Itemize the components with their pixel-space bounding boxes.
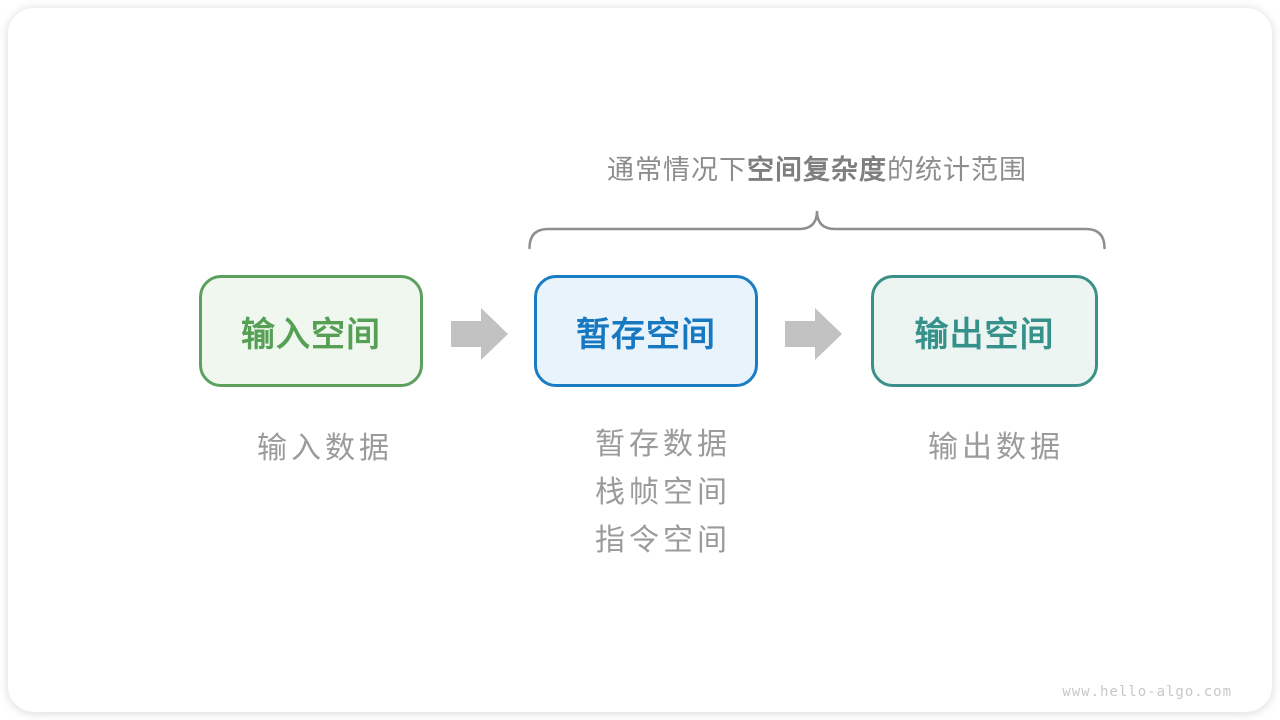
temp-note-instruction-space: 指令空间 xyxy=(595,524,731,557)
arrow-right-icon xyxy=(785,308,842,360)
output-space-label: 输出空间 xyxy=(914,315,1055,354)
input-space-label: 输入空间 xyxy=(241,315,381,354)
temp-space-box: 暂存空间 xyxy=(534,275,758,387)
input-space-box: 输入空间 xyxy=(199,275,423,387)
temp-note-buffer-data: 暂存数据 xyxy=(595,428,731,461)
temp-note-stack-frame: 栈帧空间 xyxy=(595,476,731,509)
diagram-card: 通常情况下空间复杂度的统计范围 输入空间 暂存空间 输出空间 输入数据 暂存数据… xyxy=(8,8,1272,712)
temp-notes: 暂存数据 栈帧空间 指令空间 xyxy=(595,421,731,565)
output-space-box: 输出空间 xyxy=(871,275,1098,387)
title-emphasis: 空间复杂度 xyxy=(747,155,887,185)
scope-brace xyxy=(528,210,1106,250)
input-data-note: 输入数据 xyxy=(257,432,393,465)
watermark: www.hello-algo.com xyxy=(1062,684,1232,700)
title-prefix: 通常情况下 xyxy=(607,155,747,185)
arrow-right-icon xyxy=(451,308,508,360)
temp-space-label: 暂存空间 xyxy=(576,315,716,354)
diagram-title: 通常情况下空间复杂度的统计范围 xyxy=(517,154,1117,186)
title-suffix: 的统计范围 xyxy=(887,155,1027,185)
output-data-note: 输出数据 xyxy=(928,431,1064,464)
